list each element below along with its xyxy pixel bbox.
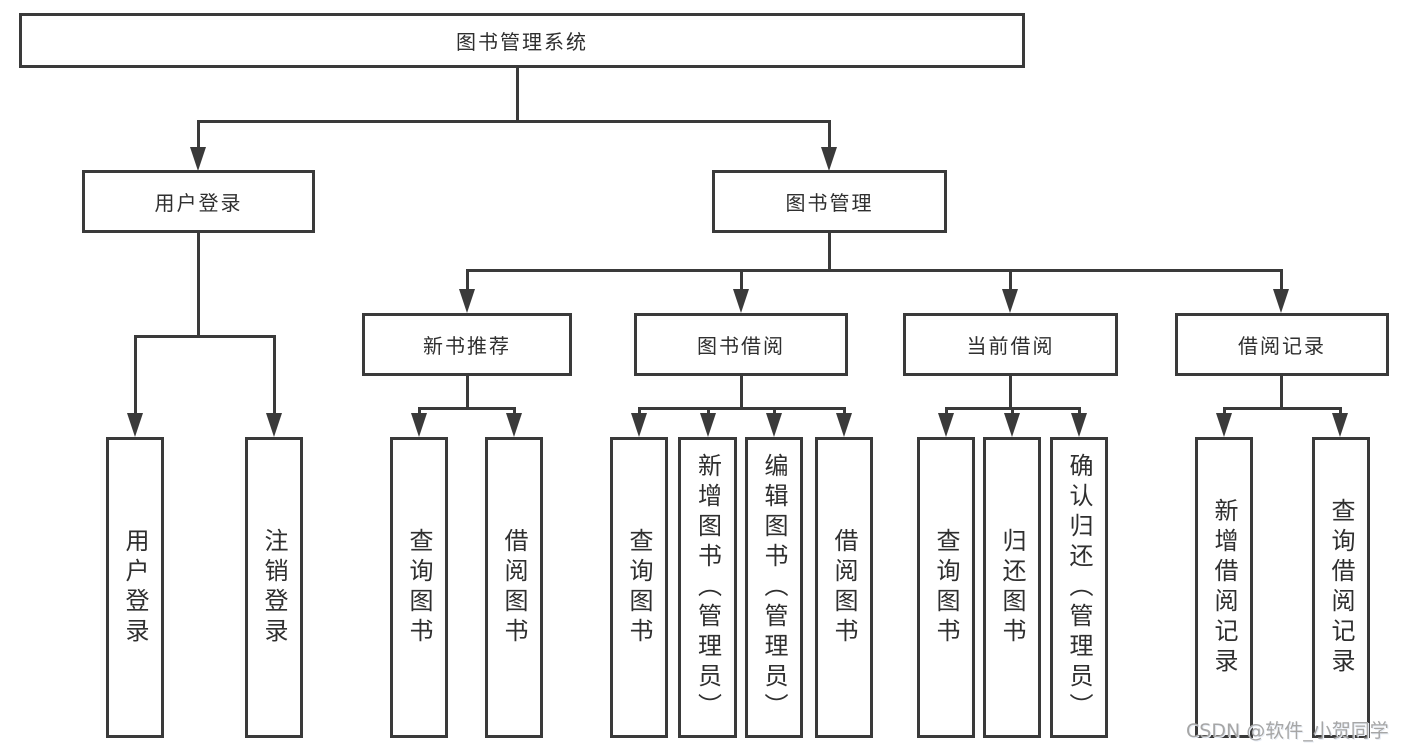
arrow-down-icon [836, 413, 852, 437]
leaf-borrow-book-1-label: 借阅图书 [500, 527, 528, 648]
connector-line [418, 407, 421, 415]
leaf-add-book-admin: 新增图书（管理员） [678, 437, 737, 738]
connector-line [1009, 269, 1012, 291]
connector-line [134, 335, 137, 414]
connector-line [945, 407, 948, 415]
arrow-down-icon [506, 413, 522, 437]
connector-line [466, 269, 469, 291]
leaf-add-borrow-record: 新增借阅记录 [1195, 437, 1253, 738]
arrow-down-icon [766, 413, 782, 437]
leaf-user-login: 用户登录 [106, 437, 164, 738]
arrow-down-icon [733, 289, 749, 313]
arrow-down-icon [1216, 413, 1232, 437]
arrow-down-icon [1332, 413, 1348, 437]
leaf-borrow-book-2-label: 借阅图书 [830, 527, 858, 648]
arrow-down-icon [459, 289, 475, 313]
connector-line [707, 407, 710, 415]
connector-line [466, 269, 1283, 272]
leaf-query-borrow-record-label: 查询借阅记录 [1327, 497, 1355, 678]
node-current-borrow: 当前借阅 [903, 313, 1118, 376]
leaf-borrow-book-1: 借阅图书 [485, 437, 543, 738]
node-book-management-label: 图书管理 [785, 191, 874, 215]
connector-line [638, 407, 641, 415]
leaf-edit-book-admin: 编辑图书（管理员） [745, 437, 803, 738]
connector-line [418, 407, 516, 410]
connector-line [1011, 407, 1014, 415]
leaf-logout-label: 注销登录 [260, 527, 288, 648]
connector-line [1339, 407, 1342, 415]
leaf-add-borrow-record-label: 新增借阅记录 [1210, 497, 1238, 678]
leaf-query-book-1: 查询图书 [390, 437, 448, 738]
leaf-return-book: 归还图书 [983, 437, 1041, 738]
leaf-borrow-book-2: 借阅图书 [815, 437, 873, 738]
leaf-query-book-3-label: 查询图书 [932, 527, 960, 648]
leaf-query-book-3: 查询图书 [917, 437, 975, 738]
leaf-add-book-admin-label: 新增图书（管理员） [693, 452, 722, 723]
arrow-down-icon [411, 413, 427, 437]
leaf-edit-book-admin-label: 编辑图书（管理员） [760, 452, 788, 723]
arrow-down-icon [1002, 289, 1018, 313]
connector-line [740, 376, 743, 409]
connector-line [828, 233, 831, 271]
connector-line [1223, 407, 1342, 410]
connector-line [197, 120, 200, 147]
arrow-down-icon [1071, 413, 1087, 437]
arrow-down-icon [631, 413, 647, 437]
node-new-book-recommend-label: 新书推荐 [423, 334, 511, 358]
connector-line [773, 407, 776, 415]
arrow-down-icon [821, 147, 837, 171]
connector-line [1223, 407, 1226, 415]
leaf-query-book-2-label: 查询图书 [625, 527, 653, 648]
node-borrow-record: 借阅记录 [1175, 313, 1389, 376]
connector-line [843, 407, 846, 415]
leaf-query-borrow-record: 查询借阅记录 [1312, 437, 1370, 738]
connector-line [134, 335, 275, 338]
csdn-watermark: CSDN @软件_小贺同学 [1186, 720, 1389, 742]
arrow-down-icon [938, 413, 954, 437]
arrow-down-icon [700, 413, 716, 437]
connector-line [466, 376, 469, 408]
arrow-down-icon [1004, 413, 1020, 437]
node-root-system: 图书管理系统 [19, 13, 1025, 68]
leaf-return-book-label: 归还图书 [998, 527, 1026, 648]
node-new-book-recommend: 新书推荐 [362, 313, 572, 376]
connector-line [1009, 376, 1012, 409]
node-user-login: 用户登录 [82, 170, 315, 233]
arrow-down-icon [1273, 289, 1289, 313]
node-book-borrow-label: 图书借阅 [697, 334, 785, 358]
connector-line [740, 269, 743, 291]
leaf-confirm-return-admin: 确认归还（管理员） [1050, 437, 1108, 738]
leaf-user-login-label: 用户登录 [121, 527, 149, 648]
arrow-down-icon [190, 147, 206, 171]
arrow-down-icon [266, 413, 282, 437]
connector-line [1078, 407, 1081, 415]
connector-line [273, 335, 276, 414]
connector-line [1280, 376, 1283, 409]
connector-line [1280, 269, 1283, 291]
connector-line [516, 68, 519, 120]
node-root-label: 图书管理系统 [456, 30, 588, 54]
leaf-query-book-1-label: 查询图书 [405, 527, 433, 648]
leaf-confirm-return-admin-label: 确认归还（管理员） [1065, 452, 1093, 723]
connector-line [197, 120, 831, 123]
node-book-management: 图书管理 [712, 170, 947, 233]
leaf-logout: 注销登录 [245, 437, 303, 738]
node-user-login-label: 用户登录 [154, 191, 243, 215]
leaf-query-book-2: 查询图书 [610, 437, 668, 738]
node-book-borrow: 图书借阅 [634, 313, 848, 376]
connector-line [828, 120, 831, 147]
connector-line [197, 233, 200, 335]
arrow-down-icon [127, 413, 143, 437]
node-borrow-record-label: 借阅记录 [1238, 334, 1326, 358]
node-current-borrow-label: 当前借阅 [966, 334, 1055, 358]
connector-line [513, 407, 516, 415]
connector-line [638, 407, 845, 410]
